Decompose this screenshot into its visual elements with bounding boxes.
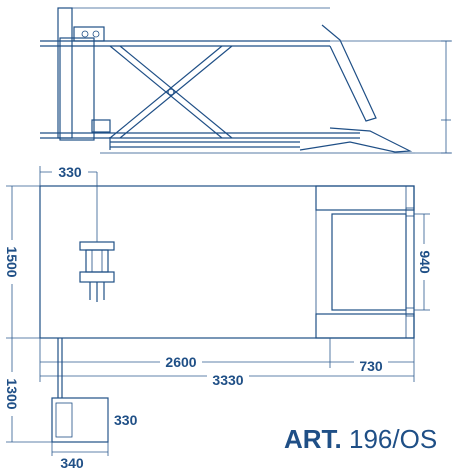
dim-2600-bg [160, 352, 202, 370]
side-view: 1080 160 [40, 7, 461, 154]
top-view: 330 1500 940 2600 730 3330 [3, 163, 434, 470]
scissor-pivot [167, 88, 175, 96]
control-console [51, 397, 109, 443]
dim-console-distance: 1300 [4, 378, 20, 409]
ramp-top-block [315, 185, 415, 211]
dim-940-bg [416, 244, 434, 280]
dim-730-bg [354, 356, 388, 374]
console-panel [55, 402, 73, 438]
control-knob-top-2 [92, 30, 100, 38]
dim-offset-pillar: 330 [58, 164, 82, 180]
dim-1300-bg [3, 372, 21, 416]
article-label: ART. 196/OS [284, 424, 437, 455]
platform-outline [39, 185, 415, 339]
dim-3330-bg [207, 370, 249, 388]
dim-length-platform: 2600 [165, 354, 196, 370]
upper-ramp [321, 24, 377, 122]
scissor-arm-b [109, 45, 223, 139]
pillar-top-plate [79, 241, 115, 251]
side-column-body [59, 37, 95, 141]
dim-1500-bg [3, 240, 21, 284]
article-prefix: ART. [284, 424, 342, 454]
article-number: 196/OS [349, 424, 438, 454]
scissor-arm-b2 [119, 45, 233, 139]
dim-length-ramp: 730 [359, 358, 383, 374]
dim-console-depth: 330 [114, 412, 138, 428]
dim-width: 1500 [4, 246, 20, 277]
top-control-box [73, 26, 105, 42]
ramp-stop-top [405, 207, 415, 217]
lower-ramp [299, 127, 413, 153]
ramp-bottom-block [315, 313, 415, 339]
dim-330-bg [52, 163, 88, 179]
control-knob-top [81, 30, 89, 38]
ramp-gap-area [331, 213, 407, 311]
bottom-control-box [91, 119, 111, 133]
dim-height-total: 1080 [459, 74, 461, 105]
dim-console-width: 340 [60, 455, 84, 470]
ramp-stop-bottom [405, 307, 415, 317]
dim-ramp-gap: 940 [417, 250, 433, 274]
pillar-body [85, 249, 109, 273]
pillar-base-plate [79, 271, 115, 283]
dim-length-total: 3330 [212, 372, 243, 388]
dim-height-min: 160 [459, 123, 461, 147]
